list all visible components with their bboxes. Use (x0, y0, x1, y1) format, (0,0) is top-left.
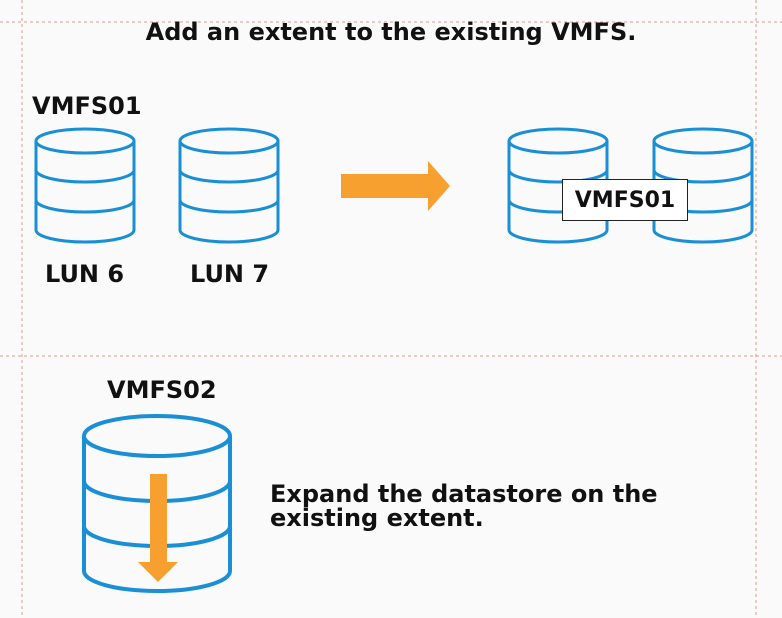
right-arrow-icon (341, 161, 450, 211)
expand-line-2: existing extent. (270, 504, 484, 532)
lun6-label: LUN 6 (45, 260, 125, 288)
expand-description: Expand the datastore on the existing ext… (270, 482, 658, 530)
vmfs01-label: VMFS01 (32, 92, 142, 120)
down-arrow-icon (138, 474, 178, 582)
lun7-label: LUN 7 (190, 260, 270, 288)
combined-vmfs01-label: VMFS01 (562, 179, 688, 221)
vmfs02-label: VMFS02 (107, 376, 217, 404)
lun7-database-icon (178, 127, 280, 244)
lun6-database-icon (34, 127, 136, 244)
expand-line-1: Expand the datastore on the (270, 480, 658, 508)
page-title: Add an extent to the existing VMFS. (145, 18, 637, 46)
